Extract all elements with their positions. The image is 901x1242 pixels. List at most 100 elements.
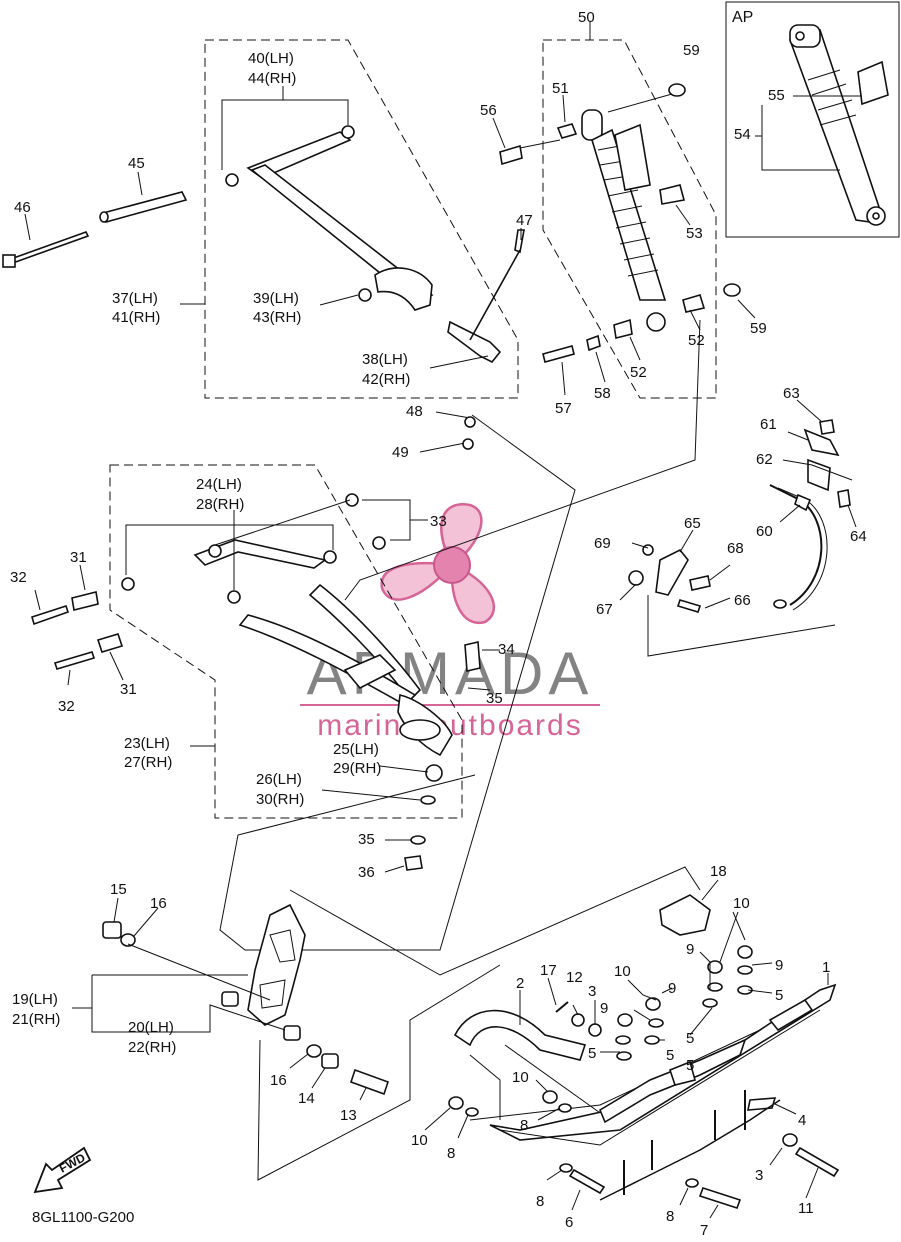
part-label: 5 — [686, 1057, 694, 1074]
fwd-arrow-icon: FWD — [33, 1146, 92, 1194]
spare-shock-absorber-icon — [788, 24, 889, 226]
part-label: 35 — [358, 831, 375, 848]
part-label: 64 — [850, 528, 867, 545]
part-label: 62 — [756, 451, 773, 468]
part-label: 65 — [684, 515, 701, 532]
connection-lines — [219, 319, 836, 1181]
shock-absorber-icon — [499, 83, 741, 363]
ski-hardware — [448, 945, 840, 1209]
part-label: 48 — [406, 403, 423, 420]
part-label: 55 — [768, 87, 785, 104]
part-label: 19(LH) — [12, 991, 58, 1008]
part-label: 69 — [594, 535, 611, 552]
rear-arm-group-outline — [109, 464, 463, 819]
group-outlines — [109, 39, 717, 819]
part-label: 1 — [822, 959, 830, 976]
part-label: 8 — [447, 1145, 455, 1162]
part-label: 52 — [688, 332, 705, 349]
part-label: 10 — [512, 1069, 529, 1086]
part-label: 8 — [666, 1208, 674, 1225]
lead-lines-shock — [492, 22, 756, 396]
part-label: 52 — [630, 364, 647, 381]
part-label: 9 — [668, 980, 676, 997]
part-label: 5 — [686, 1030, 694, 1047]
part-label: 26(LH) — [256, 771, 302, 788]
part-label: 24(LH) — [196, 476, 242, 493]
part-label: 12 — [566, 969, 583, 986]
part-label: 15 — [110, 881, 127, 898]
lead-lines-plate — [72, 897, 367, 1101]
part-label: 8 — [520, 1117, 528, 1134]
part-label: 18 — [710, 863, 727, 880]
part-label: 34 — [498, 641, 515, 658]
part-label: 9 — [775, 957, 783, 974]
part-label: 29(RH) — [333, 760, 381, 777]
part-label: 32 — [10, 569, 27, 586]
part-number-labels: 50 59 56 51 53 47 52 59 52 58 57 40(LH) … — [10, 9, 867, 1239]
front-arm-group-outline — [204, 39, 519, 399]
part-label: 31 — [70, 549, 87, 566]
part-label: 9 — [686, 941, 694, 958]
part-label: 11 — [798, 1200, 814, 1217]
propeller-logo-icon — [380, 503, 496, 625]
part-label: 43(RH) — [253, 309, 301, 326]
part-label: 63 — [783, 385, 800, 402]
part-label: 3 — [588, 983, 596, 1000]
part-label: 23(LH) — [124, 735, 170, 752]
part-label: 68 — [727, 540, 744, 557]
part-label: 7 — [700, 1222, 708, 1237]
stabilizer-link-and-cable — [628, 419, 851, 613]
part-label: 58 — [594, 385, 611, 402]
lead-lines-cable — [619, 399, 857, 609]
part-label: 54 — [734, 126, 751, 143]
part-label: 9 — [600, 1000, 608, 1017]
part-label: 17 — [540, 962, 557, 979]
part-label: 60 — [756, 523, 773, 540]
part-label: 66 — [734, 592, 751, 609]
part-label: 35 — [486, 690, 503, 707]
shock-group-outline — [542, 39, 717, 399]
part-label: 33 — [430, 513, 447, 530]
part-label: 22(RH) — [128, 1039, 176, 1056]
part-label: 8 — [536, 1193, 544, 1210]
part-label: 45 — [128, 155, 145, 172]
part-label: 27(RH) — [124, 754, 172, 771]
part-label: 41(RH) — [112, 309, 160, 326]
part-label: 14 — [298, 1090, 315, 1107]
lead-lines-rear — [34, 499, 500, 873]
part-label: 5 — [775, 987, 783, 1004]
part-label: 21(RH) — [12, 1011, 60, 1028]
lead-lines-front — [24, 86, 522, 453]
part-label: 16 — [150, 895, 167, 912]
diagram-code: 8GL1100-G200 — [32, 1209, 134, 1226]
part-label: 44(RH) — [248, 70, 296, 87]
part-label: 4 — [798, 1112, 806, 1129]
part-label: 61 — [760, 416, 777, 433]
part-label: 38(LH) — [362, 351, 408, 368]
part-label: 37(LH) — [112, 290, 158, 307]
part-label: 6 — [565, 1214, 573, 1231]
part-label: 40(LH) — [248, 50, 294, 67]
part-label: 10 — [614, 963, 631, 980]
part-label: 25(LH) — [333, 741, 379, 758]
part-label: 36 — [358, 864, 375, 881]
part-label: 56 — [480, 102, 497, 119]
front-suspension-arm — [225, 125, 525, 364]
part-label: 30(RH) — [256, 791, 304, 808]
part-label: 53 — [686, 225, 703, 242]
part-label: 5 — [588, 1045, 596, 1062]
part-label: 46 — [14, 199, 31, 216]
part-label: 31 — [120, 681, 137, 698]
ap-box-title: AP — [732, 9, 753, 26]
ap-box: AP 55 54 — [725, 1, 900, 238]
part-label: 39(LH) — [253, 290, 299, 307]
part-label: 28(RH) — [196, 496, 244, 513]
part-label: 32 — [58, 698, 75, 715]
part-label: 59 — [750, 320, 767, 337]
lead-lines-ski — [424, 879, 829, 1219]
part-label: 3 — [755, 1167, 763, 1184]
front-arm-shaft-and-bolt — [2, 191, 188, 268]
part-label: 2 — [516, 975, 524, 992]
